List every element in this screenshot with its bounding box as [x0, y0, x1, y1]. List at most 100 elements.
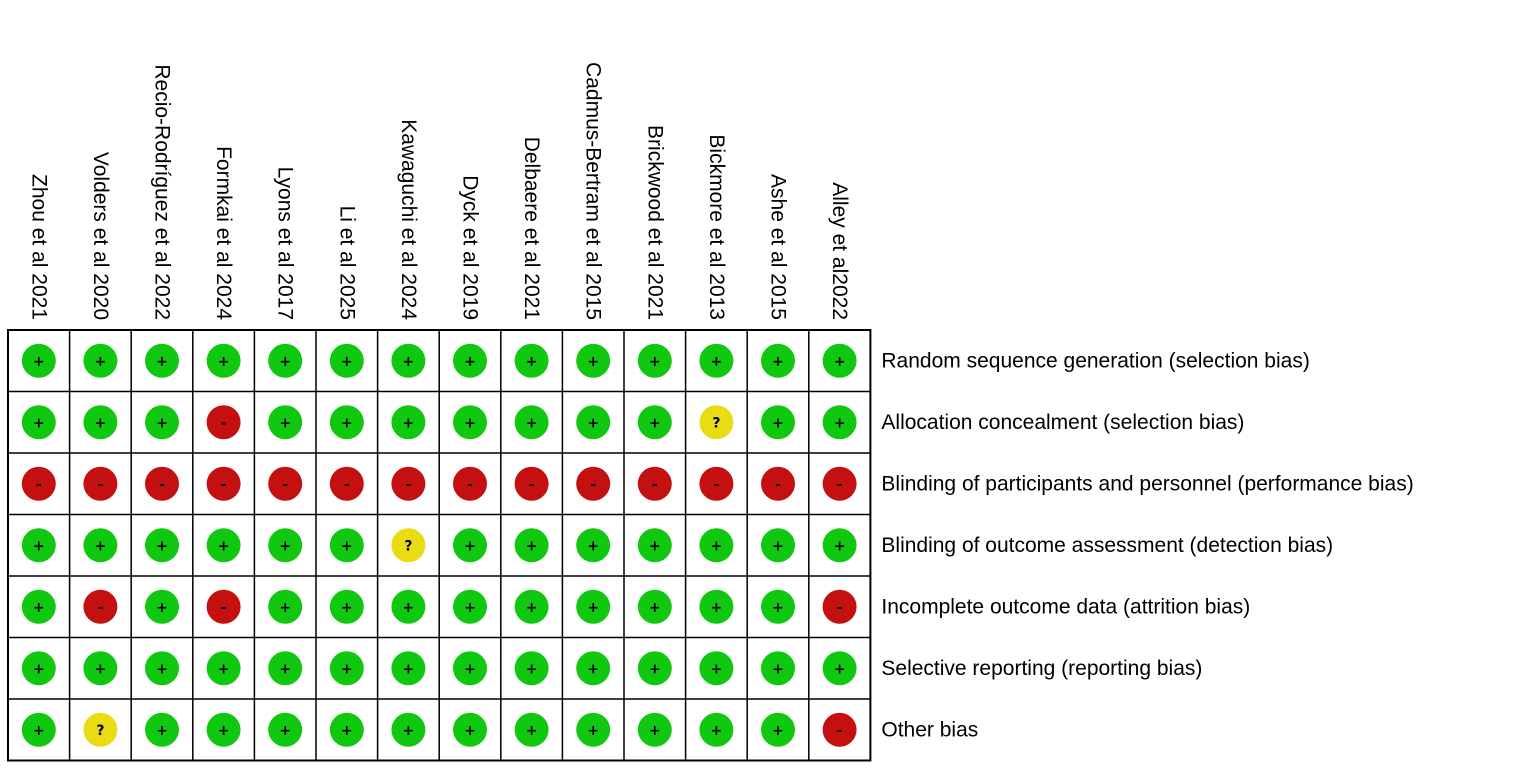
- low-risk-circle: [206, 343, 241, 378]
- study-label: Recio-Rodríguez et al 2022: [151, 64, 174, 320]
- low-risk-circle: [514, 589, 549, 624]
- low-risk-circle: [145, 343, 179, 378]
- low-risk-cell: +: [576, 343, 611, 378]
- low-risk-symbol: +: [33, 661, 45, 677]
- low-risk-cell: +: [637, 343, 672, 378]
- study-label: Lyons et al 2017: [274, 167, 297, 320]
- low-risk-cell: +: [206, 651, 241, 686]
- low-risk-symbol: +: [772, 723, 784, 739]
- low-risk-symbol: +: [587, 661, 599, 677]
- low-risk-circle: [761, 589, 795, 624]
- study-label: Bickmore et al 2013: [705, 134, 728, 320]
- unclear-risk-symbol: ?: [712, 415, 720, 431]
- low-risk-symbol: +: [33, 538, 45, 554]
- low-risk-cell: +: [514, 528, 549, 563]
- domain-label: Allocation concealment (selection bias): [881, 411, 1244, 434]
- high-risk-symbol: -: [837, 723, 843, 739]
- low-risk-circle: [83, 528, 118, 563]
- low-risk-circle: [453, 651, 487, 686]
- low-risk-cell: +: [637, 589, 672, 624]
- low-risk-circle: [391, 405, 426, 440]
- low-risk-circle: [391, 343, 426, 378]
- low-risk-symbol: +: [341, 723, 353, 739]
- low-risk-symbol: +: [156, 538, 168, 554]
- low-risk-cell: +: [576, 405, 611, 440]
- high-risk-cell: -: [206, 405, 241, 440]
- low-risk-circle: [391, 651, 426, 686]
- high-risk-circle: [206, 589, 241, 624]
- low-risk-circle: [206, 712, 241, 747]
- low-risk-cell: +: [391, 343, 426, 378]
- low-risk-circle: [83, 405, 118, 440]
- low-risk-circle: [514, 651, 549, 686]
- high-risk-cell: -: [21, 466, 56, 501]
- low-risk-symbol: +: [95, 538, 107, 554]
- low-risk-circle: [329, 589, 364, 624]
- study-label: Ashe et al 2015: [767, 174, 790, 320]
- low-risk-cell: +: [83, 528, 118, 563]
- low-risk-symbol: +: [464, 723, 476, 739]
- low-risk-circle: [822, 528, 857, 563]
- low-risk-circle: [453, 712, 487, 747]
- low-risk-circle: [699, 651, 734, 686]
- low-risk-cell: +: [822, 651, 857, 686]
- low-risk-symbol: +: [526, 723, 538, 739]
- high-risk-cell: -: [761, 466, 795, 501]
- study-labels: Zhou et al 2021 Volders et al 2020 Recio-R…: [27, 62, 851, 320]
- low-risk-symbol: +: [587, 723, 599, 739]
- low-risk-cell: +: [145, 405, 179, 440]
- low-risk-circle: [761, 343, 795, 378]
- low-risk-cell: +: [391, 651, 426, 686]
- low-risk-circle: [576, 343, 611, 378]
- low-risk-circle: [268, 343, 303, 378]
- low-risk-symbol: +: [711, 538, 723, 554]
- low-risk-symbol: +: [464, 661, 476, 677]
- low-risk-symbol: +: [711, 723, 723, 739]
- low-risk-symbol: +: [341, 354, 353, 370]
- low-risk-symbol: +: [341, 538, 353, 554]
- unclear-risk-circle: [83, 712, 118, 747]
- low-risk-cell: +: [761, 528, 795, 563]
- low-risk-symbol: +: [772, 354, 784, 370]
- low-risk-symbol: +: [464, 538, 476, 554]
- high-risk-cell: -: [83, 466, 118, 501]
- low-risk-symbol: +: [834, 354, 846, 370]
- domain-label: Blinding of participants and personnel (…: [881, 472, 1413, 495]
- low-risk-symbol: +: [711, 661, 723, 677]
- low-risk-cell: +: [699, 651, 734, 686]
- low-risk-cell: +: [576, 528, 611, 563]
- low-risk-circle: [761, 651, 795, 686]
- low-risk-circle: [268, 589, 303, 624]
- domain-label: Other bias: [881, 718, 978, 741]
- low-risk-symbol: +: [279, 415, 291, 431]
- low-risk-cell: +: [268, 651, 303, 686]
- high-risk-circle: [391, 466, 426, 501]
- low-risk-circle: [21, 651, 56, 686]
- low-risk-symbol: +: [279, 723, 291, 739]
- unclear-risk-cell: ?: [83, 712, 118, 747]
- low-risk-circle: [206, 651, 241, 686]
- low-risk-cell: +: [637, 651, 672, 686]
- low-risk-cell: +: [391, 405, 426, 440]
- high-risk-symbol: -: [837, 600, 843, 616]
- low-risk-symbol: +: [526, 354, 538, 370]
- low-risk-cell: +: [453, 589, 487, 624]
- high-risk-cell: -: [514, 466, 549, 501]
- low-risk-cell: +: [206, 528, 241, 563]
- low-risk-symbol: +: [649, 661, 661, 677]
- high-risk-circle: [514, 466, 549, 501]
- low-risk-circle: [21, 528, 56, 563]
- high-risk-symbol: -: [467, 477, 473, 493]
- study-label: Zhou et al 2021: [27, 174, 50, 320]
- low-risk-circle: [637, 405, 672, 440]
- high-risk-symbol: -: [713, 477, 719, 493]
- low-risk-symbol: +: [279, 354, 291, 370]
- study-label: Volders et al 2020: [89, 152, 112, 320]
- low-risk-circle: [453, 405, 487, 440]
- high-risk-cell: -: [576, 466, 611, 501]
- low-risk-symbol: +: [218, 538, 230, 554]
- low-risk-cell: +: [329, 405, 364, 440]
- low-risk-cell: +: [329, 651, 364, 686]
- low-risk-symbol: +: [711, 354, 723, 370]
